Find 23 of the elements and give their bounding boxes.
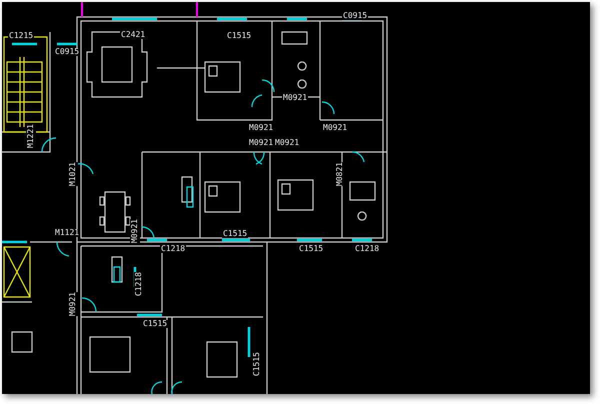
opening-code-label: C1218 xyxy=(134,272,144,296)
opening-code-label: M0921 xyxy=(248,139,274,147)
opening-code-label: M1221 xyxy=(26,124,36,148)
opening-code-label: C0915 xyxy=(342,12,368,20)
opening-code-label: C1515 xyxy=(222,230,248,238)
opening-code-label: M0921 xyxy=(282,94,308,102)
opening-code-label: C0915 xyxy=(54,48,80,56)
opening-code-label: C2421 xyxy=(120,31,146,39)
opening-code-label: C1515 xyxy=(142,320,168,328)
opening-code-label: C1218 xyxy=(354,245,380,253)
opening-code-label: M0921 xyxy=(130,219,140,244)
opening-code-label: C1515 xyxy=(226,32,252,40)
opening-code-label: C1515 xyxy=(252,352,262,376)
opening-code-label: M1121 xyxy=(54,229,80,237)
opening-code-label: M0921 xyxy=(248,124,274,132)
opening-code-label: C1215 xyxy=(8,32,34,40)
opening-code-label: M0921 xyxy=(68,292,78,316)
opening-code-label: M1021 xyxy=(68,162,78,186)
opening-code-label: C1515 xyxy=(298,245,324,253)
opening-code-label: M0821 xyxy=(335,162,345,186)
opening-code-label: C1218 xyxy=(160,245,186,253)
opening-code-label: M0921 xyxy=(322,124,348,132)
opening-code-label: M0921 xyxy=(274,139,300,147)
